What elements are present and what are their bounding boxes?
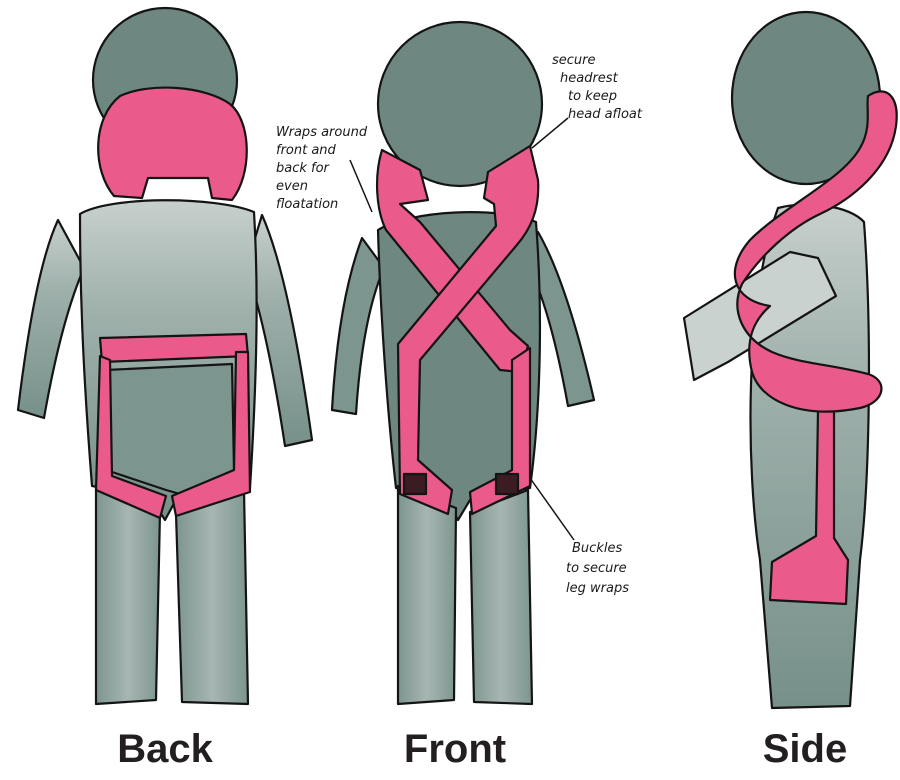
wraps-leader-line bbox=[350, 160, 372, 212]
front-left-arm bbox=[332, 238, 384, 414]
back-left-leg bbox=[96, 486, 160, 704]
front-view bbox=[332, 22, 594, 704]
back-headrest bbox=[98, 88, 247, 200]
headrest-note-line-2: headrest bbox=[560, 71, 619, 86]
back-view-label: Back bbox=[80, 724, 250, 774]
back-belt-strap bbox=[100, 334, 248, 362]
wraps-note-line-4: even bbox=[276, 179, 308, 194]
headrest-note-line-4: head afloat bbox=[568, 107, 643, 122]
buckles-note-line-1: Buckles bbox=[572, 541, 622, 556]
side-view-label: Side bbox=[730, 724, 880, 774]
headrest-note-line-1: secure bbox=[552, 53, 596, 68]
front-right-buckle bbox=[496, 474, 518, 494]
wraps-note-line-1: Wraps around bbox=[276, 125, 368, 140]
back-left-arm bbox=[18, 220, 84, 418]
wraps-note-line-5: floatation bbox=[276, 197, 338, 212]
side-view bbox=[684, 12, 897, 708]
wraps-note-line-2: front and bbox=[276, 143, 337, 158]
headrest-note-line-3: to keep bbox=[568, 89, 617, 104]
buckles-note-line-3: leg wraps bbox=[566, 581, 629, 596]
front-left-leg bbox=[398, 486, 456, 704]
front-left-buckle bbox=[404, 474, 426, 494]
back-view bbox=[18, 8, 312, 704]
buckles-note-line-2: to secure bbox=[566, 561, 627, 576]
buckles-leader-line bbox=[530, 478, 574, 540]
back-right-leg bbox=[176, 490, 248, 704]
wraps-note-line-3: back for bbox=[276, 161, 331, 176]
back-seat-panel bbox=[106, 364, 234, 494]
front-view-label: Front bbox=[360, 724, 550, 774]
front-right-leg bbox=[470, 490, 532, 704]
